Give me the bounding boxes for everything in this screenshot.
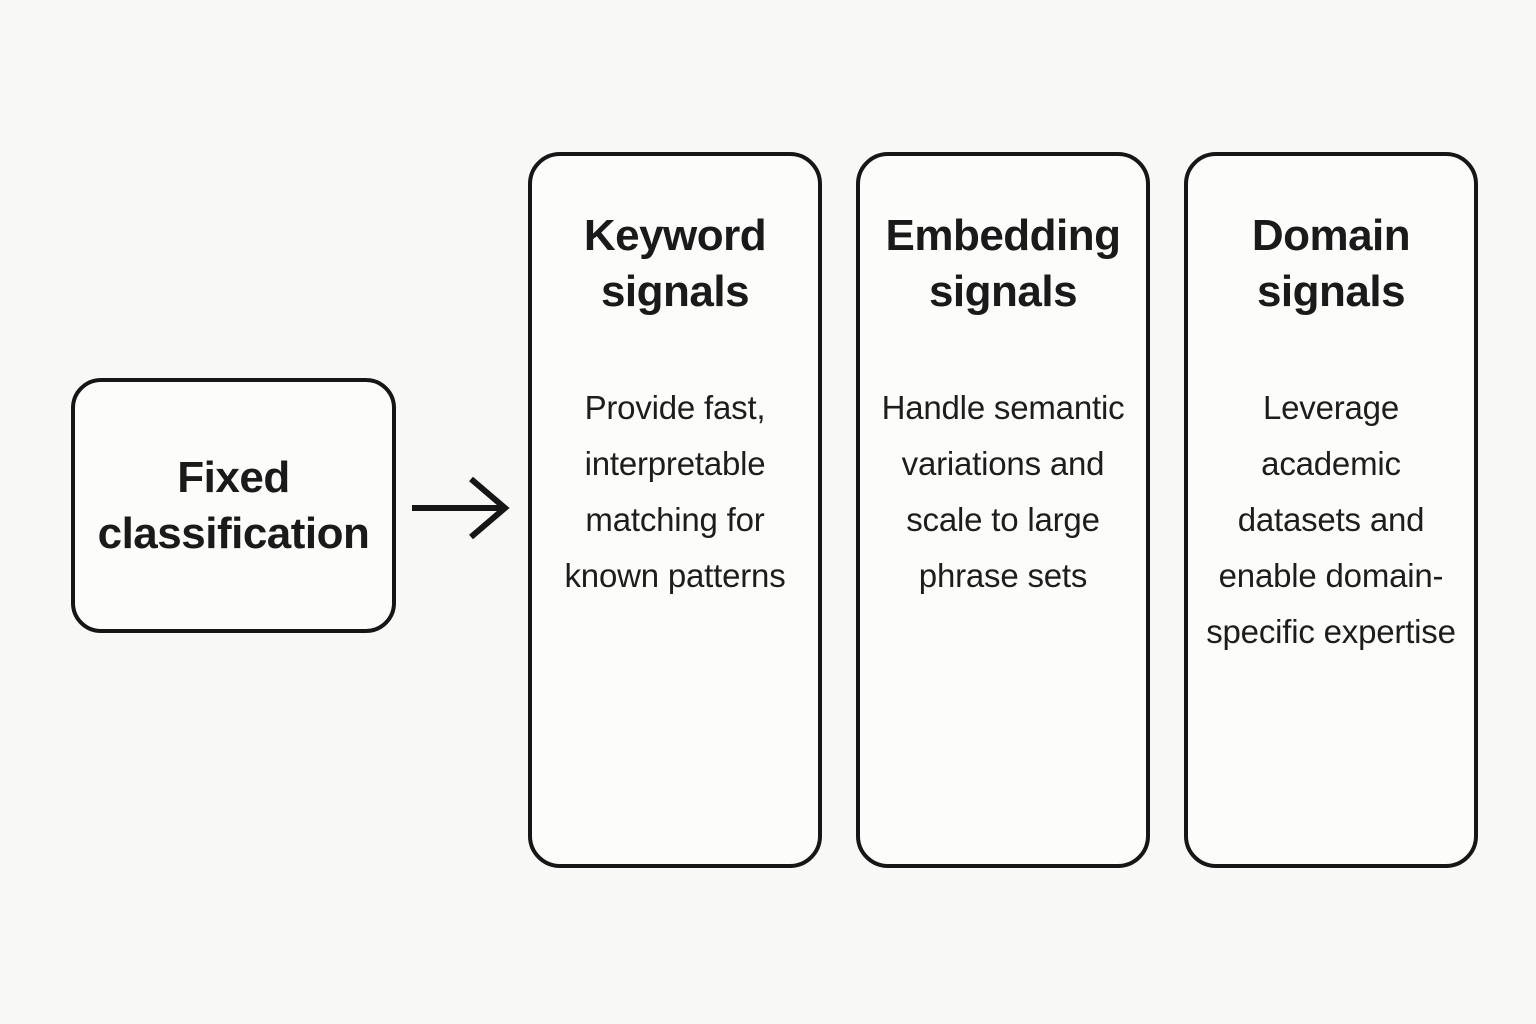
source-node-label: Fixed classification [97,452,370,558]
source-node-fixed-classification: Fixed classification [71,378,396,633]
card-body: Handle semantic variations and scale to … [881,389,1125,594]
card-domain-signals: Domain signals Leverage academic dataset… [1184,152,1478,868]
card-keyword-signals: Keyword signals Provide fast, interpreta… [528,152,822,868]
flow-arrow [411,470,513,546]
card-title: Keyword signals [583,211,767,316]
card-title: Domain signals [1251,211,1411,316]
card-title: Embedding signals [885,211,1121,316]
card-embedding-signals: Embedding signals Handle semantic variat… [856,152,1150,868]
right-arrow-icon [412,476,510,540]
card-body: Provide fast, interpretable matching for… [564,389,786,594]
card-body: Leverage academic datasets and enable do… [1206,389,1456,650]
